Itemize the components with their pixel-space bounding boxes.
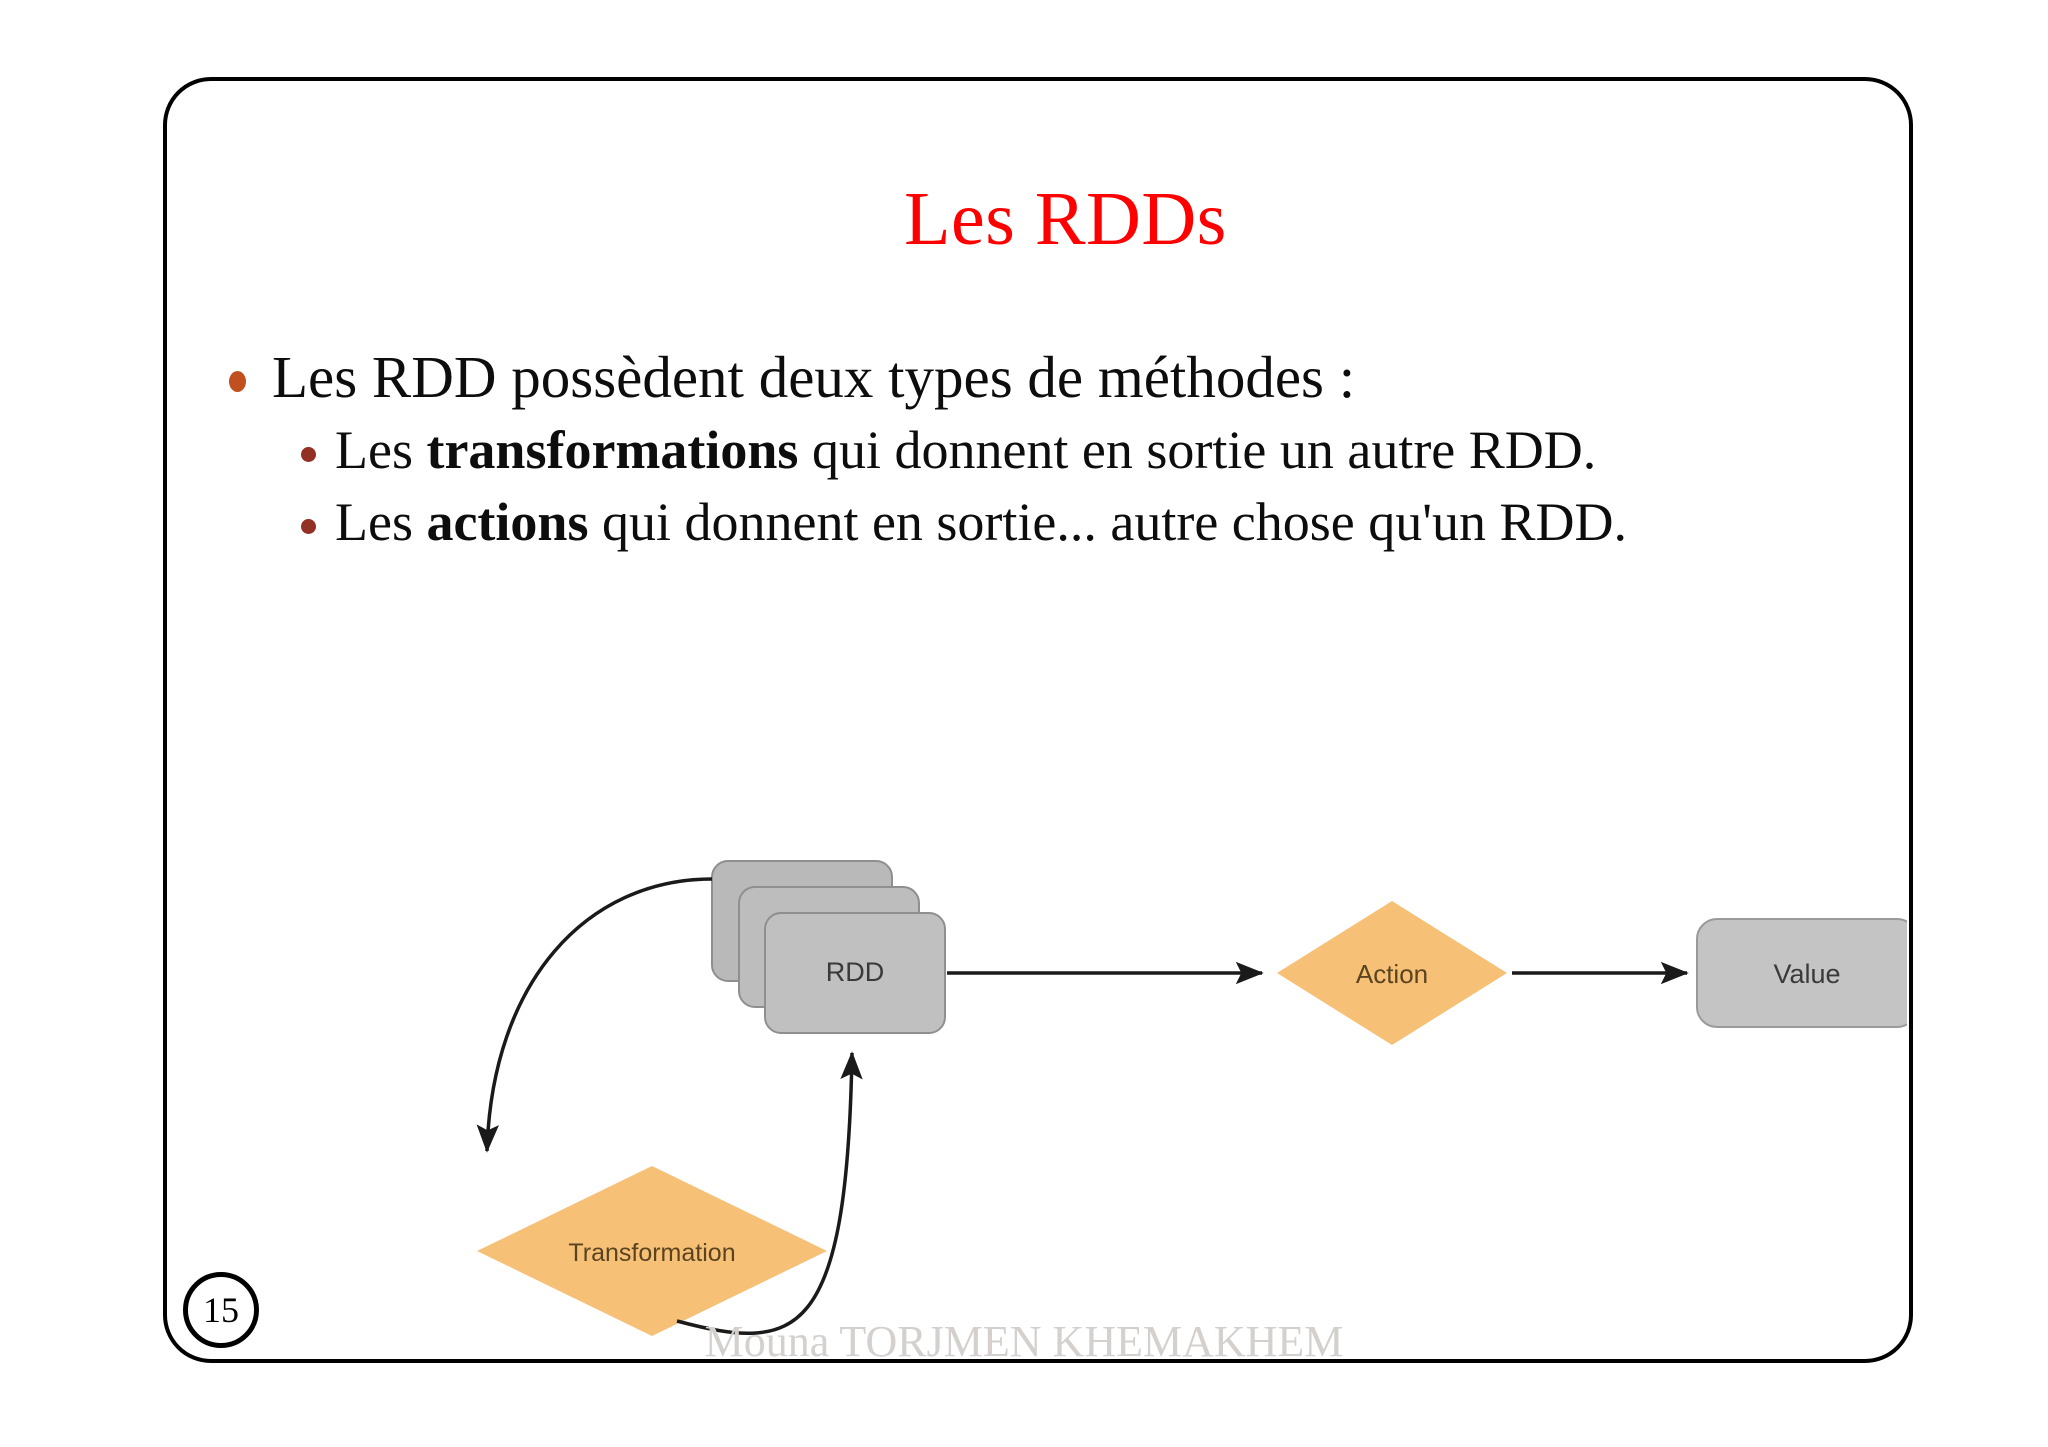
sub-bullet-transformations: Les transformations qui donnent en sorti… bbox=[335, 419, 1596, 482]
slide-frame: Les RDDs Les RDD possèdent deux types de… bbox=[163, 77, 1913, 1363]
node-label-value: Value bbox=[1773, 959, 1840, 989]
sub-bullet-list: Les transformations qui donnent en sorti… bbox=[301, 419, 1869, 553]
bullet-list: Les RDD possèdent deux types de méthodes… bbox=[229, 343, 1869, 563]
page-title: Les RDDs bbox=[904, 177, 1227, 261]
value-box-shape bbox=[1696, 918, 1907, 1028]
edge-transformation-to-rdd bbox=[676, 1051, 863, 1336]
rdd-flow-diagram: RDD Action Value Transformation bbox=[347, 841, 1907, 1361]
sub-bullet-keyword: transformations bbox=[426, 420, 799, 481]
node-label-action: Action bbox=[1356, 959, 1428, 989]
bullet-dot-icon bbox=[301, 447, 316, 463]
sub-bullet-prefix: Les bbox=[335, 420, 427, 481]
edge-rdd-to-transformation bbox=[476, 877, 713, 1153]
sub-bullet-suffix: qui donnent en sortie un autre RDD. bbox=[798, 420, 1597, 481]
node-transformation: Transformation bbox=[477, 1166, 827, 1336]
list-item: Les transformations qui donnent en sorti… bbox=[301, 419, 1869, 482]
list-item: Les RDD possèdent deux types de méthodes… bbox=[229, 343, 1869, 411]
node-label-rdd: RDD bbox=[826, 957, 885, 987]
list-item: Les actions qui donnent en sortie... aut… bbox=[301, 491, 1869, 554]
bullet-dot-icon bbox=[229, 371, 246, 392]
node-action: Action bbox=[1277, 901, 1507, 1045]
sub-bullet-suffix: qui donnent en sortie... autre chose qu'… bbox=[588, 492, 1627, 553]
bullet-dot-icon bbox=[301, 519, 316, 535]
sub-bullet-prefix: Les bbox=[335, 492, 427, 553]
footer-author: Mouna TORJMEN KHEMAKHEM bbox=[704, 1317, 1344, 1366]
rdd-stack-front bbox=[764, 912, 946, 1034]
page-number-badge: 15 bbox=[183, 1272, 259, 1348]
bullet-level1-text: Les RDD possèdent deux types de méthodes… bbox=[272, 344, 1356, 410]
transformation-diamond-shape bbox=[477, 1166, 827, 1336]
node-label-transformation: Transformation bbox=[568, 1239, 735, 1267]
sub-bullet-actions: Les actions qui donnent en sortie... aut… bbox=[335, 491, 1627, 554]
node-rdd: RDD bbox=[711, 860, 946, 1034]
node-value: Value bbox=[1696, 918, 1907, 1028]
action-diamond-shape bbox=[1277, 901, 1507, 1045]
sub-bullet-keyword: actions bbox=[426, 492, 589, 553]
